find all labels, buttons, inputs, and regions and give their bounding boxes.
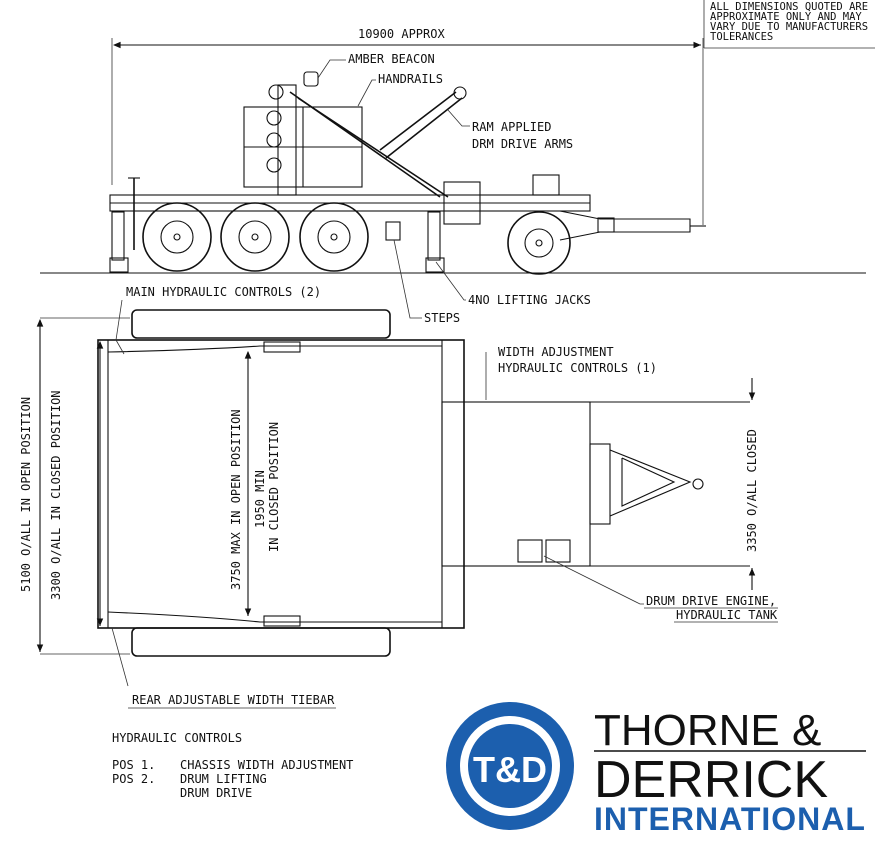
note-line-4: TOLERANCES <box>710 31 773 43</box>
ram-label-1: RAM APPLIED <box>472 120 551 134</box>
note-line-3: VARY DUE TO MANUFACTURERS <box>710 21 868 33</box>
note-line-1: ALL DIMENSIONS QUOTED ARE <box>710 1 868 13</box>
overall-length-dimension: 10900 APPROX <box>111 27 704 225</box>
closed-width-label: 3300 O/ALL IN CLOSED POSITION <box>49 390 63 600</box>
logo-line-1: THORNE & <box>594 706 821 755</box>
overall-length-label: 10900 APPROX <box>358 27 445 41</box>
lifting-jacks-label: 4NO LIFTING JACKS <box>468 293 591 307</box>
max-open-label: 3750 MAX IN OPEN POSITION <box>229 409 243 590</box>
width-adj-label-2: HYDRAULIC CONTROLS (1) <box>498 361 657 375</box>
min-closed-label-1: 1950 MIN <box>253 470 267 528</box>
handrails-label: HANDRAILS <box>378 72 443 86</box>
legend-pos2-value-1: DRUM LIFTING <box>180 772 267 786</box>
drawbar-closed-label: 3350 O/ALL CLOSED <box>745 429 759 552</box>
width-adj-label-1: WIDTH ADJUSTMENT <box>498 345 614 359</box>
logo-line-3: INTERNATIONAL <box>594 801 866 837</box>
legend-title: HYDRAULIC CONTROLS <box>112 731 242 745</box>
ram-label-2: DRM DRIVE ARMS <box>472 137 573 151</box>
legend-pos1-key: POS 1. <box>112 758 155 772</box>
amber-beacon-label: AMBER BEACON <box>348 52 435 66</box>
legend-pos1-value: CHASSIS WIDTH ADJUSTMENT <box>180 758 353 772</box>
thorne-derrick-logo: T&D THORNE & DERRICK INTERNATIONAL <box>446 702 866 837</box>
legend-pos2-value-2: DRUM DRIVE <box>180 786 252 800</box>
min-closed-label-2: IN CLOSED POSITION <box>267 422 281 552</box>
side-elevation <box>40 71 866 275</box>
legend-pos2-key: POS 2. <box>112 772 155 786</box>
logo-line-2: DERRICK <box>594 751 828 809</box>
open-width-label: 5100 O/ALL IN OPEN POSITION <box>19 397 33 592</box>
rear-tiebar-label: REAR ADJUSTABLE WIDTH TIEBAR <box>132 693 335 707</box>
plan-callouts: MAIN HYDRAULIC CONTROLS (2) WIDTH ADJUST… <box>111 285 778 709</box>
note-line-2: APPROXIMATE ONLY AND MAY <box>710 11 862 23</box>
drum-engine-label-2: HYDRAULIC TANK <box>676 608 778 622</box>
steps-label: STEPS <box>424 311 460 325</box>
hydraulic-controls-legend: HYDRAULIC CONTROLS POS 1. CHASSIS WIDTH … <box>112 731 353 800</box>
plan-view <box>36 309 756 657</box>
side-callouts: AMBER BEACON HANDRAILS RAM APPLIED DRM D… <box>317 52 591 325</box>
logo-mark: T&D <box>473 749 547 790</box>
drum-engine-label-1: DRUM DRIVE ENGINE, <box>646 594 776 608</box>
main-hydraulic-label: MAIN HYDRAULIC CONTROLS (2) <box>126 285 321 299</box>
tolerance-note: ALL DIMENSIONS QUOTED ARE APPROXIMATE ON… <box>703 0 875 49</box>
